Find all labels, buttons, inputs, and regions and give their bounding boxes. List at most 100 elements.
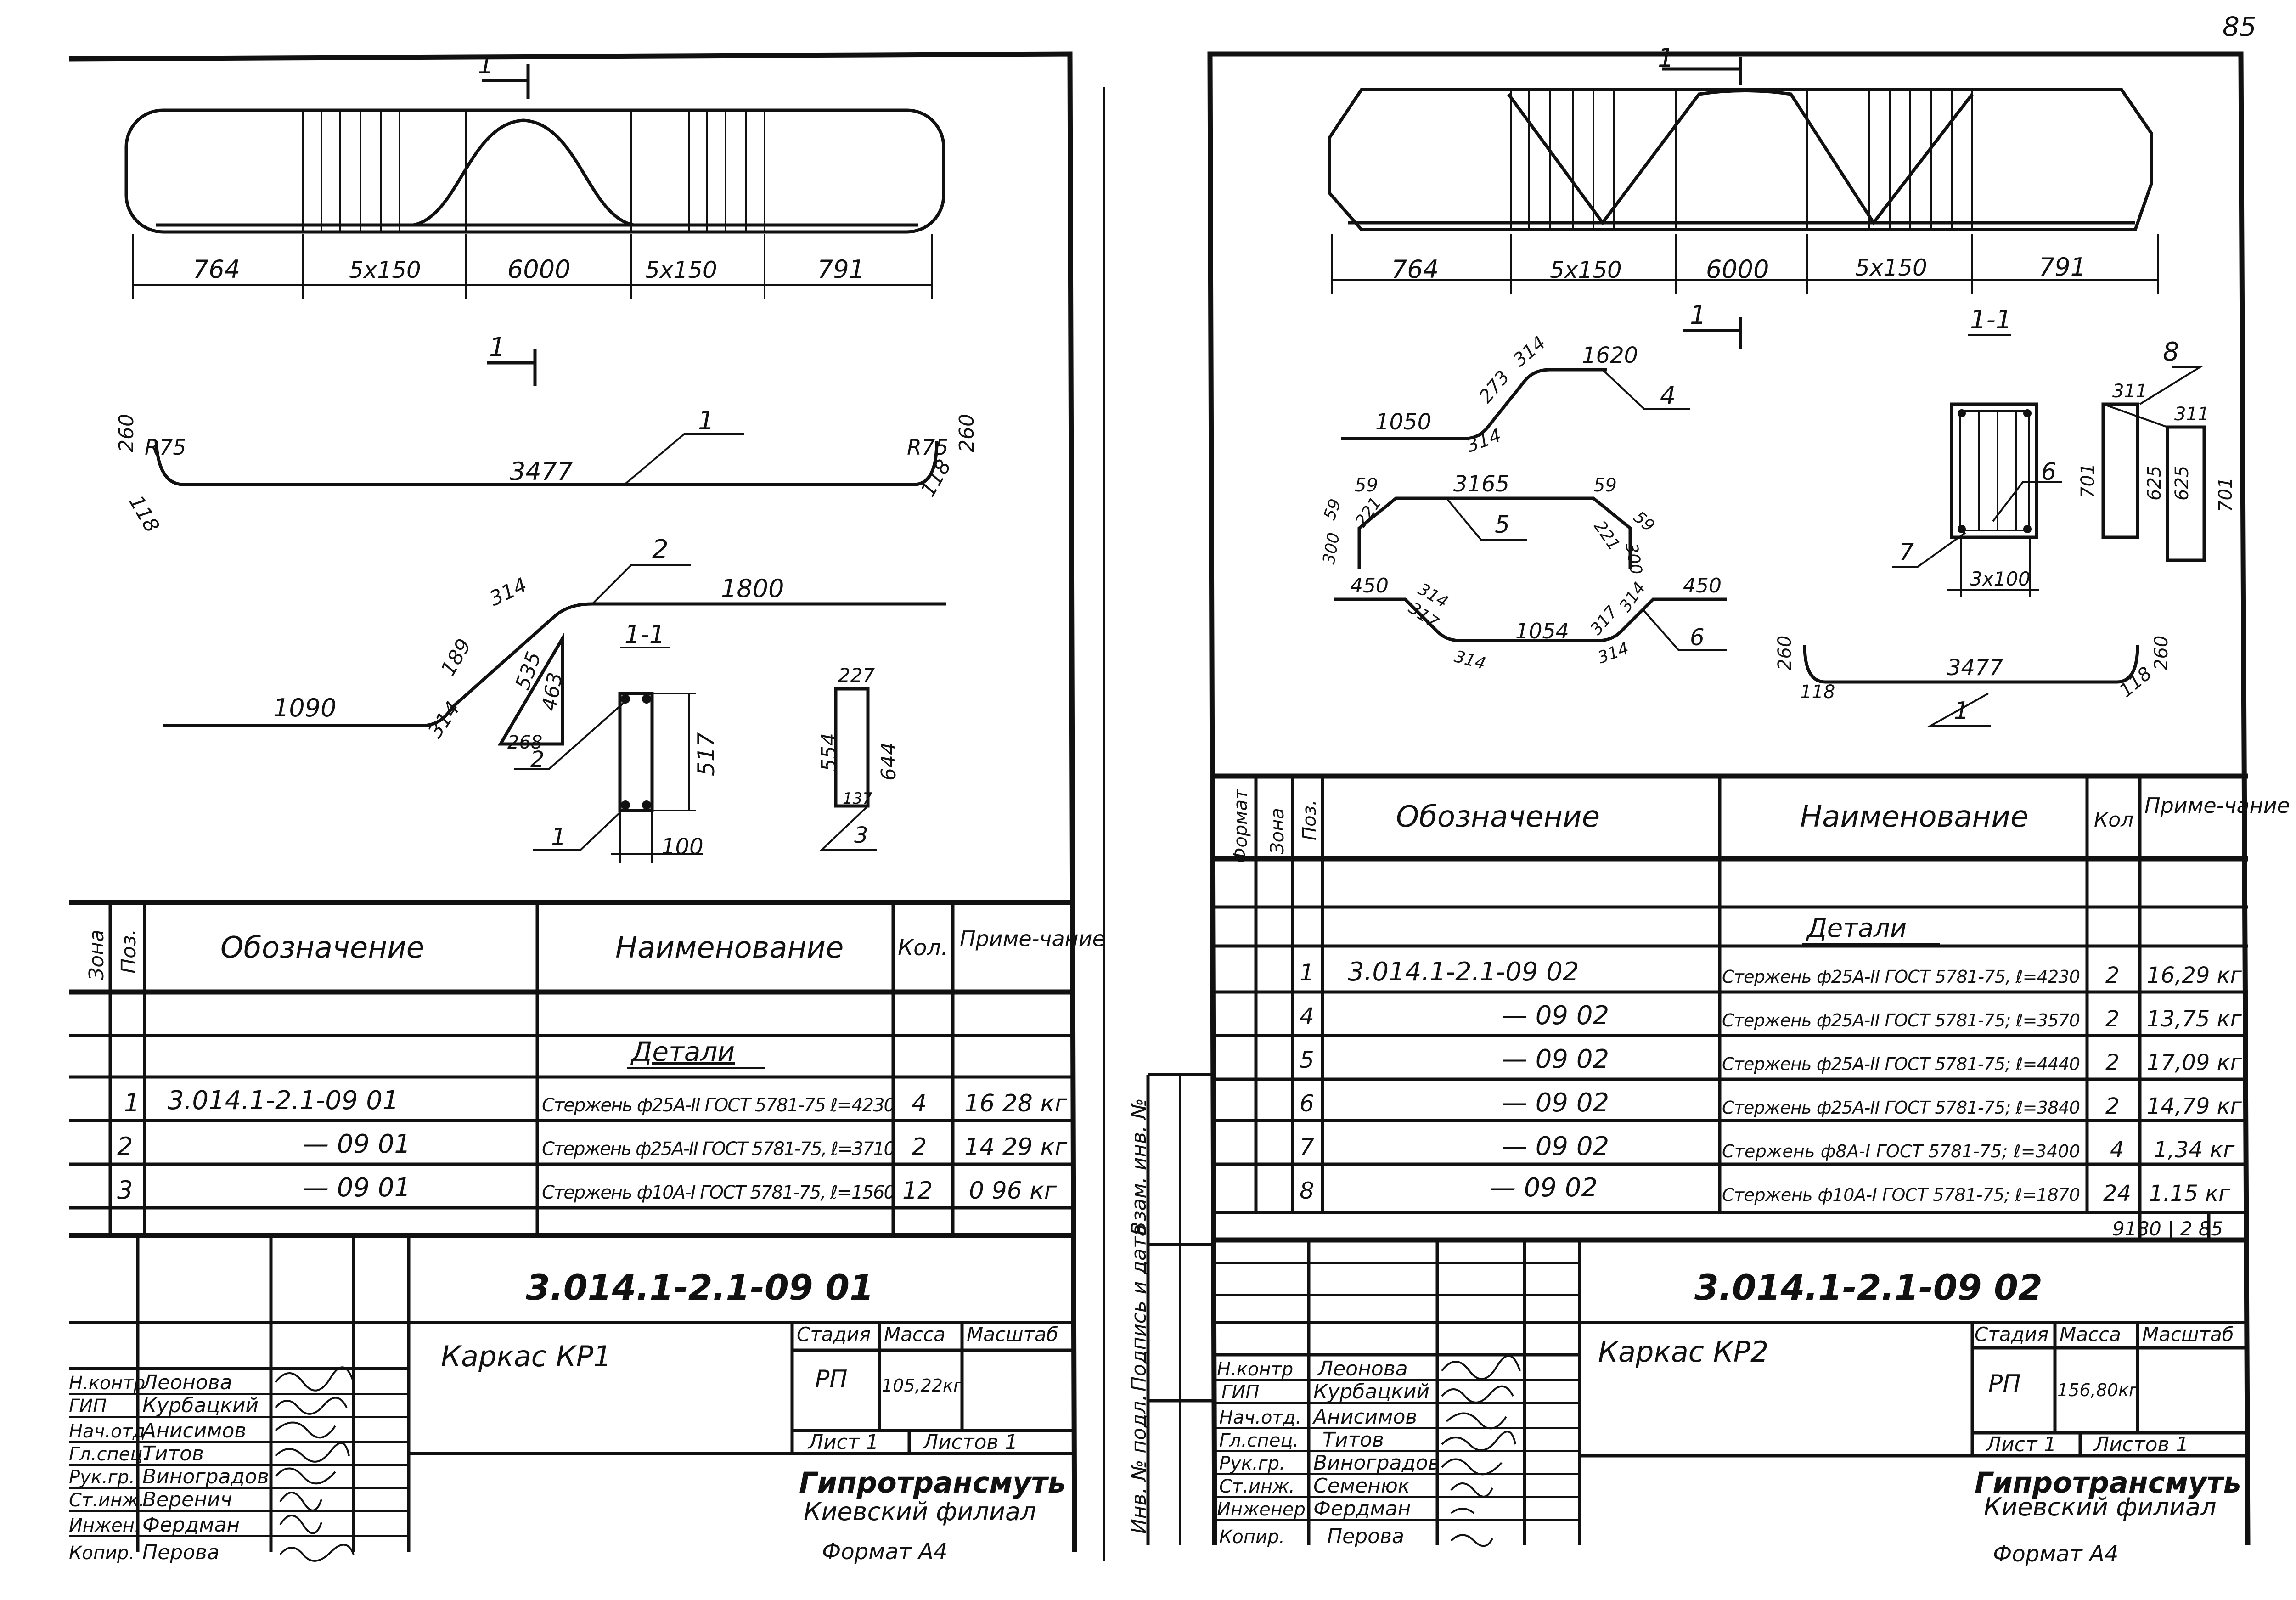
page-number: 85	[2223, 11, 2257, 42]
right-cage-elevation: 764 5x150 6000 5x150 791	[1328, 88, 2159, 294]
svg-text:3477: 3477	[510, 457, 573, 486]
svg-text:317: 317	[1587, 603, 1621, 639]
svg-text:Анисимов: Анисимов	[1312, 1405, 1417, 1429]
svg-text:14,79 кг: 14,79 кг	[2147, 1093, 2242, 1119]
svg-text:3.014.1-2.1-09 02: 3.014.1-2.1-09 02	[1348, 957, 1579, 987]
svg-text:7: 7	[1899, 539, 1914, 566]
svg-text:Стержень ф25А-II ГОСТ 5781-75;: Стержень ф25А-II ГОСТ 5781-75; ℓ=3570	[1722, 1010, 2080, 1031]
right-section-mark-top: 1	[1658, 43, 1742, 85]
left-section-1-1: 1-1 517 100 2 1	[514, 620, 720, 863]
svg-text:Нач.отд.: Нач.отд.	[1219, 1407, 1301, 1428]
right-doc-number: 3.014.1-2.1-09 02	[1694, 1267, 2043, 1308]
hdr-zone: Зона	[85, 930, 108, 980]
svg-text:1.15 кг: 1.15 кг	[2149, 1181, 2230, 1206]
svg-text:Гл.спец.: Гл.спец.	[69, 1444, 148, 1465]
right-sheet: Взам. инв. № Подпись и дата Инв. № подл.…	[1127, 43, 2290, 1567]
svg-text:Копир.: Копир.	[69, 1543, 135, 1564]
svg-text:1: 1	[698, 406, 715, 436]
hdr-name: Наименование	[615, 931, 844, 965]
svg-text:1: 1	[1690, 300, 1706, 330]
svg-text:Формат А4: Формат А4	[822, 1539, 947, 1565]
svg-text:1090: 1090	[273, 693, 336, 722]
svg-text:2: 2	[2105, 1006, 2120, 1032]
svg-text:156,80кг: 156,80кг	[2057, 1380, 2138, 1400]
svg-text:Стадия: Стадия	[797, 1323, 871, 1346]
svg-text:311: 311	[2174, 404, 2209, 425]
right-title-block: 3.014.1-2.1-09 02 Каркас КР2 Стадия Масс…	[1215, 1240, 2248, 1567]
hdr-designation: Обозначение	[220, 931, 424, 965]
svg-text:6: 6	[1300, 1090, 1314, 1117]
left-signatures	[275, 1366, 355, 1562]
svg-text:4: 4	[1660, 381, 1676, 410]
svg-text:2: 2	[530, 747, 545, 772]
svg-text:— 09 02: — 09 02	[1502, 1132, 1609, 1161]
svg-text:— 09 01: — 09 01	[303, 1173, 411, 1203]
svg-text:59: 59	[1630, 507, 1658, 535]
svg-text:Листов 1: Листов 1	[922, 1431, 1018, 1454]
right-bar-1: 3477 260 260 118 118 1	[1774, 636, 2172, 727]
svg-text:0 96 кг: 0 96 кг	[969, 1177, 1057, 1205]
svg-text:554: 554	[817, 733, 841, 772]
svg-text:Стержень ф25А-II ГОСТ 5781-75,: Стержень ф25А-II ГОСТ 5781-75, ℓ=3710	[542, 1138, 895, 1160]
r-hdr-note: Приме-чание	[2144, 793, 2290, 818]
svg-text:Титов: Титов	[1322, 1428, 1384, 1452]
left-section-mark-2: 1	[487, 332, 537, 386]
svg-text:14 29 кг: 14 29 кг	[964, 1133, 1068, 1161]
svg-text:Нач.отд: Нач.отд	[69, 1421, 145, 1442]
right-spec-table: Формат Зона Поз. Обозначение Наименовани…	[1215, 776, 2290, 1243]
svg-text:1: 1	[1300, 959, 1314, 986]
r-hdr-pos: Поз.	[1299, 800, 1320, 840]
svg-text:311: 311	[2112, 381, 2147, 402]
svg-text:Стержень ф8А-I ГОСТ 5781-75; ℓ: Стержень ф8А-I ГОСТ 5781-75; ℓ=3400	[1722, 1141, 2080, 1161]
svg-text:Титов: Титов	[142, 1442, 204, 1465]
svg-text:2: 2	[2105, 963, 2120, 988]
svg-text:535: 535	[511, 648, 546, 693]
svg-text:16 28 кг: 16 28 кг	[964, 1090, 1068, 1117]
r-sheet-ref: 9180 | 2 85	[2112, 1217, 2223, 1240]
svg-text:5: 5	[1300, 1047, 1314, 1073]
svg-text:Курбацкий: Курбацкий	[1313, 1380, 1429, 1403]
svg-text:Семенюк: Семенюк	[1313, 1474, 1410, 1498]
svg-text:118: 118	[124, 491, 163, 536]
svg-text:Н.контр: Н.контр	[1217, 1359, 1293, 1380]
svg-text:2: 2	[652, 535, 669, 564]
section-title: Детали	[630, 1036, 735, 1067]
svg-text:Стадия: Стадия	[1975, 1323, 2048, 1346]
svg-text:Инженер: Инженер	[1217, 1499, 1306, 1520]
svg-text:— 09 02: — 09 02	[1502, 1088, 1609, 1118]
right-part-name: Каркас КР2	[1598, 1335, 1768, 1369]
svg-text:2: 2	[2105, 1050, 2120, 1076]
right-stirrup-8: 311 311 701 625 625 701 8	[2077, 337, 2236, 562]
svg-text:Гипротрансмуть: Гипротрансмуть	[1975, 1466, 2241, 1499]
svg-text:РП: РП	[1988, 1370, 2020, 1397]
svg-text:8: 8	[1300, 1177, 1314, 1204]
svg-text:314: 314	[1595, 639, 1632, 667]
hdr-qty: Кол.	[898, 935, 948, 961]
svg-text:Рук.гр.: Рук.гр.	[1219, 1453, 1285, 1474]
svg-text:Киевский филиал: Киевский филиал	[1984, 1493, 2217, 1521]
svg-text:3x100: 3x100	[1970, 568, 2031, 590]
svg-text:— 09 02: — 09 02	[1490, 1173, 1598, 1203]
svg-text:Леонова: Леонова	[1317, 1357, 1408, 1380]
svg-text:5: 5	[1495, 511, 1510, 539]
r-dim-5x150-a: 5x150	[1550, 257, 1622, 283]
right-bar-6: 450 314 317 314 1054 317 314 314 450 6	[1334, 574, 1727, 673]
svg-text:Фердман: Фердман	[142, 1513, 240, 1537]
left-cage-elevation: 764 5x150 6000 5x150 791	[124, 108, 945, 299]
left-bar-1: 3477 R75 R75 260 260 118 118 1	[115, 406, 979, 536]
r-dim-764: 764	[1391, 255, 1439, 284]
right-signatures	[1441, 1355, 1521, 1547]
svg-text:Копир.: Копир.	[1219, 1527, 1285, 1548]
svg-text:— 09 02: — 09 02	[1502, 1044, 1609, 1074]
left-stirrup-3: 227 554 644 137 3	[817, 664, 900, 851]
svg-text:4: 4	[1300, 1003, 1314, 1030]
side-label-3: Инв. № подл.	[1127, 1394, 1151, 1534]
r-hdr-name: Наименование	[1800, 800, 2028, 834]
right-section-mark-2: 1	[1683, 300, 1742, 349]
svg-text:ГИП: ГИП	[69, 1396, 107, 1417]
right-frame	[1207, 51, 2251, 1546]
r-dim-6000: 6000	[1706, 255, 1769, 284]
svg-text:1: 1	[478, 50, 494, 80]
svg-text:РП: РП	[815, 1365, 847, 1393]
